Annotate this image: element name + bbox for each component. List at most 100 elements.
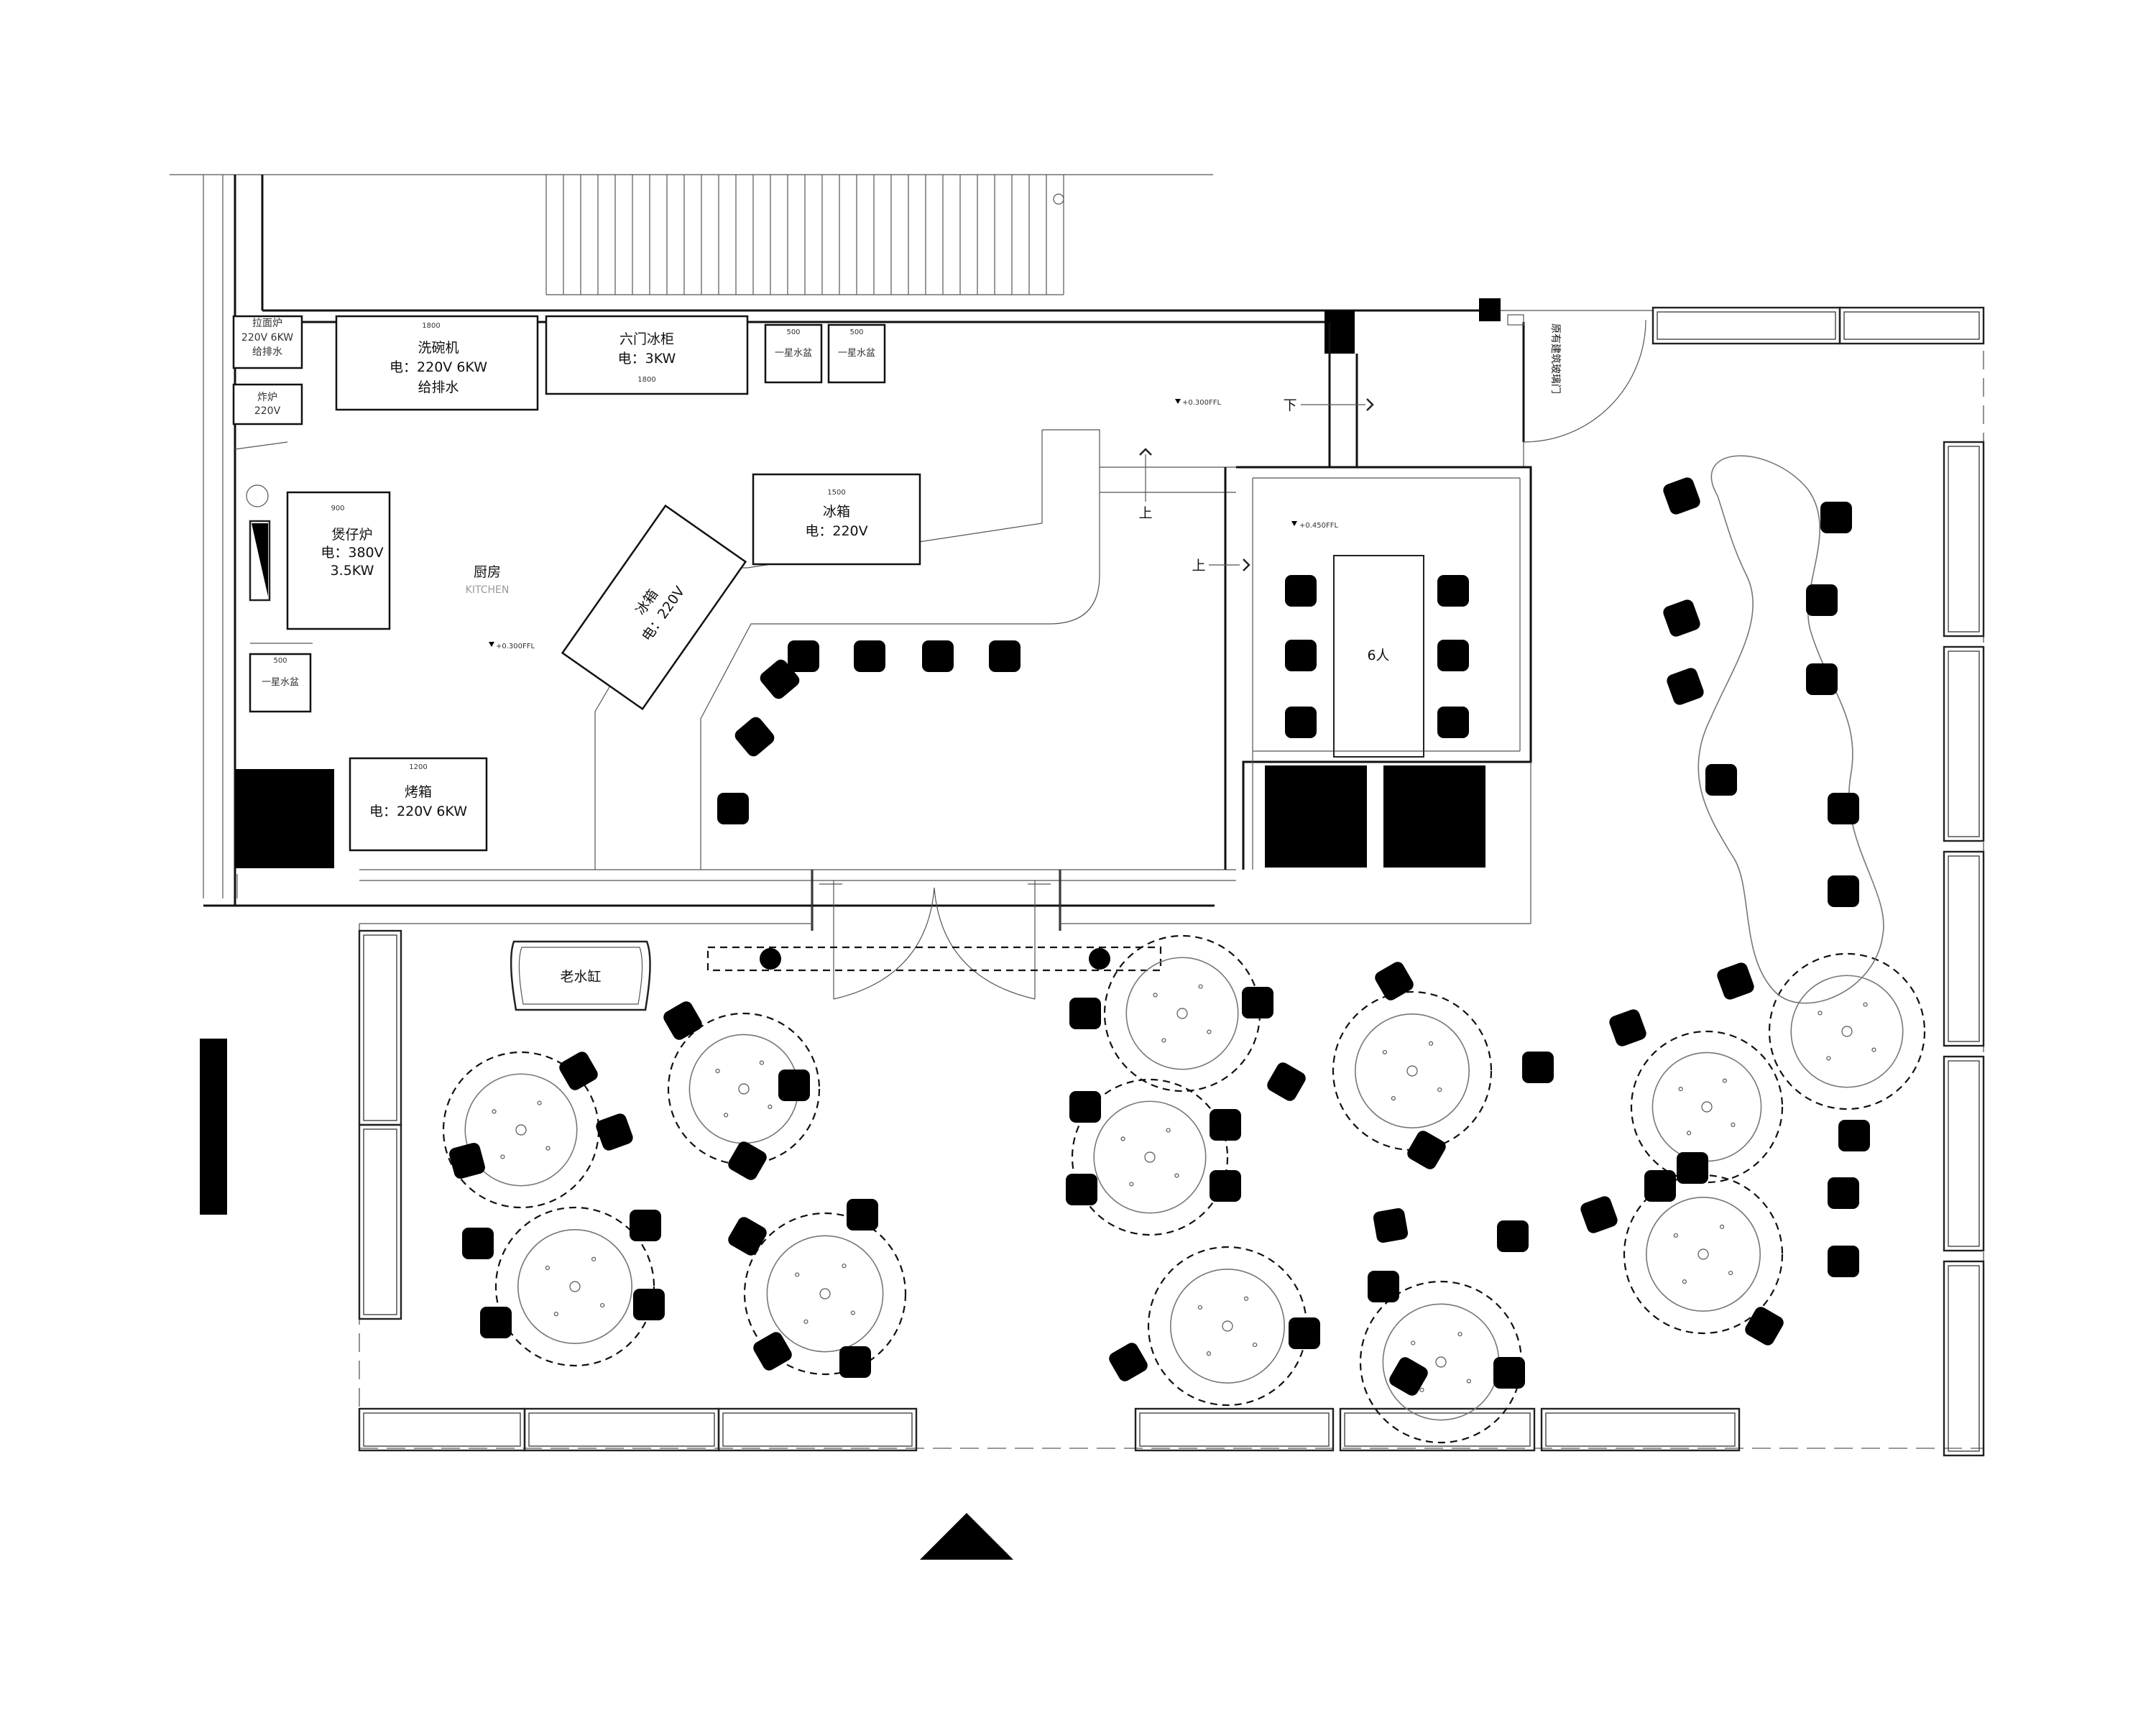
plant-icon bbox=[1616, 1425, 1639, 1449]
plant-icon bbox=[1218, 1407, 1245, 1435]
plant-icon bbox=[1957, 704, 1986, 732]
oven: 1200 烤箱 电：220V 6KW bbox=[349, 757, 488, 852]
plant-icon bbox=[377, 934, 397, 956]
private-room-level: +0.450FFL bbox=[1299, 522, 1339, 530]
plant-icon bbox=[374, 1282, 399, 1307]
plant-icon bbox=[1946, 645, 1968, 664]
chair bbox=[788, 638, 824, 675]
chair bbox=[727, 712, 779, 764]
plant-icon bbox=[1942, 492, 1971, 521]
plant-icon bbox=[358, 1175, 386, 1204]
chair bbox=[1381, 1350, 1432, 1401]
chair bbox=[1602, 1005, 1649, 1053]
planters bbox=[355, 304, 1992, 1463]
plant-icon bbox=[1412, 1410, 1437, 1432]
svg-text:冰箱: 冰箱 bbox=[823, 504, 850, 520]
existing-glass-door: 原有建筑玻璃门 bbox=[1501, 310, 1653, 443]
plant-icon bbox=[1664, 305, 1692, 334]
svg-text:六门冰柜: 六门冰柜 bbox=[619, 331, 674, 347]
plant-icon bbox=[1679, 1411, 1705, 1435]
dishwasher: 1800 洗碗机 电：220V 6KW 给排水 bbox=[335, 315, 539, 411]
six-door-fridge: 六门冰柜 电：3KW 1800 bbox=[545, 315, 749, 395]
plant-icon bbox=[1946, 1259, 1968, 1279]
chair bbox=[1363, 1268, 1399, 1305]
chair bbox=[1289, 1315, 1325, 1352]
plant-icon bbox=[1431, 1407, 1458, 1435]
planter bbox=[358, 1123, 402, 1327]
plant-icon bbox=[575, 1407, 603, 1436]
plant-icon bbox=[1391, 1407, 1419, 1436]
chair bbox=[589, 1109, 636, 1157]
plant-icon bbox=[1946, 440, 1968, 459]
plant-icon bbox=[1942, 1070, 1971, 1098]
plant-icon bbox=[1709, 317, 1737, 346]
planter bbox=[1649, 304, 1848, 347]
plant-icon bbox=[1957, 909, 1986, 937]
chair bbox=[847, 1196, 883, 1233]
chair bbox=[989, 638, 1025, 675]
fryer: 炸炉 220V bbox=[232, 383, 303, 426]
plant-icon bbox=[1942, 660, 1971, 689]
round-table bbox=[1147, 1246, 1308, 1407]
plant-icon bbox=[361, 965, 382, 988]
plant-icon bbox=[374, 988, 402, 1016]
round-table bbox=[1103, 934, 1261, 1092]
plant-icon bbox=[1631, 1424, 1659, 1451]
entrance bbox=[706, 870, 1162, 1560]
svg-text:1800: 1800 bbox=[422, 322, 440, 330]
plant-icon bbox=[1210, 1425, 1233, 1449]
plant-icon bbox=[1814, 306, 1841, 334]
chair bbox=[1437, 704, 1473, 741]
plant-icon bbox=[1166, 1411, 1187, 1434]
planter bbox=[1942, 1259, 1986, 1463]
plant-icon bbox=[1201, 1410, 1225, 1432]
plant-icon bbox=[1961, 855, 1980, 877]
fridge-2: 冰箱 电：220V bbox=[561, 504, 747, 711]
private-room: 6人 +0.450FFL +0.300FFL 下 上 上 bbox=[1100, 298, 1532, 870]
plant-icon bbox=[1958, 804, 1982, 829]
chair bbox=[1493, 1354, 1529, 1392]
plant-icon bbox=[427, 1410, 451, 1432]
chair bbox=[1828, 790, 1864, 827]
plant-icon bbox=[1766, 321, 1792, 344]
plant-icon bbox=[361, 1236, 385, 1261]
svg-text:电：3KW: 电：3KW bbox=[618, 351, 676, 367]
serpentine-table bbox=[1697, 455, 1884, 1004]
plant-icon bbox=[362, 929, 384, 948]
plant-icon bbox=[1885, 305, 1913, 333]
kitchen-title: 厨房 bbox=[474, 564, 501, 580]
chair bbox=[1367, 957, 1418, 1008]
planter bbox=[358, 929, 402, 1133]
chair bbox=[1065, 1088, 1101, 1126]
plant-icon bbox=[1181, 1407, 1209, 1436]
chair bbox=[1281, 704, 1317, 741]
plant-icon bbox=[358, 944, 387, 972]
plant-icon bbox=[1958, 305, 1986, 334]
plant-icon bbox=[722, 1427, 741, 1448]
plant-icon bbox=[606, 1425, 628, 1449]
fridge-1: 1500 冰箱 电：220V bbox=[752, 473, 921, 566]
scale-bar bbox=[200, 1039, 227, 1215]
plant-icon bbox=[1958, 949, 1986, 977]
sink-3: 500 一星水盆 bbox=[249, 653, 312, 713]
chair bbox=[1281, 572, 1317, 610]
plant-icon bbox=[784, 1410, 808, 1432]
plant-icon bbox=[444, 1407, 472, 1435]
plant-icon bbox=[1955, 666, 1984, 694]
plant-icon bbox=[1905, 308, 1930, 329]
plant-icon bbox=[436, 1425, 458, 1449]
round-table bbox=[1332, 990, 1493, 1151]
plant-icon bbox=[374, 1182, 402, 1210]
plant-icon bbox=[1381, 1426, 1404, 1447]
plant-icon bbox=[1943, 1146, 1971, 1174]
chair bbox=[922, 638, 958, 675]
plant-icon bbox=[1959, 893, 1982, 914]
plant-icon bbox=[856, 1411, 882, 1435]
plant-icon bbox=[1957, 579, 1984, 607]
chair bbox=[1399, 1123, 1450, 1174]
plant-icon bbox=[1957, 500, 1986, 528]
plant-icon bbox=[660, 1424, 688, 1452]
chair bbox=[1640, 1167, 1676, 1205]
stair-down-label: 下 bbox=[1283, 397, 1296, 413]
plant-icon bbox=[1945, 1091, 1966, 1114]
